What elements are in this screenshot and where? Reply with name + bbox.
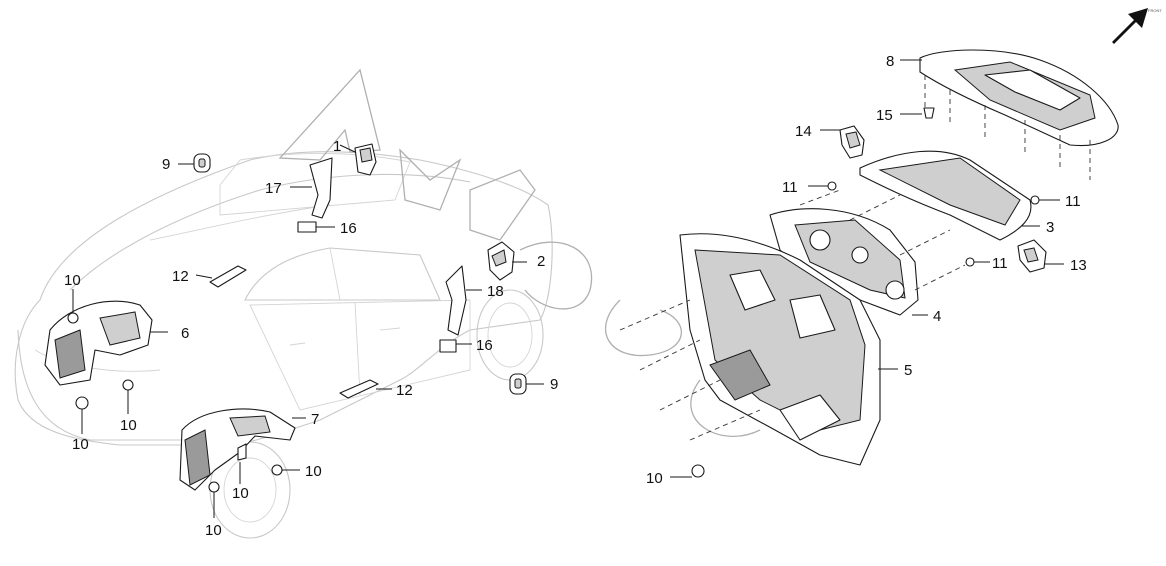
part-10-clip-right: [670, 464, 705, 478]
part-16-upper-pad: [297, 221, 335, 233]
part-12-roof-pad: [195, 265, 247, 288]
callout-10-front-mid: 10: [232, 485, 249, 502]
part-8-hood-insulator: [900, 49, 1119, 180]
callout-16-upper: 16: [340, 220, 357, 237]
callout-11-right: 11: [1065, 193, 1081, 210]
callout-3: 3: [1046, 219, 1054, 236]
callout-15: 15: [876, 107, 893, 124]
callout-2: 2: [537, 253, 545, 270]
callout-17: 17: [265, 180, 282, 197]
callout-labels: 1 2 3 4 5 6 7 8 9 9 10 10 10 10 10 10 11…: [64, 53, 1087, 539]
part-3-cowl-insulator: [859, 150, 1040, 241]
callout-1: 1: [333, 138, 341, 155]
callout-7: 7: [311, 411, 319, 428]
part-13-bracket: [1017, 239, 1064, 273]
part-18-insulator: [445, 265, 482, 336]
callout-16-lower: 16: [476, 337, 493, 354]
part-10-clips-left: [67, 289, 300, 518]
callout-10-right-clip: 10: [646, 470, 663, 487]
callout-10-rear-top: 10: [64, 272, 81, 289]
callout-6: 6: [181, 325, 189, 342]
part-15-clip: [900, 107, 935, 119]
vehicle-outline: [14, 151, 553, 539]
part-14-bracket: [820, 125, 865, 159]
callout-10-rear-mid: 10: [120, 417, 137, 434]
callout-10-front-right: 10: [305, 463, 322, 480]
callout-10-front-bottom: 10: [205, 522, 222, 539]
part-12-side-pad: [339, 379, 392, 399]
callout-9-top: 9: [162, 156, 170, 173]
callout-8: 8: [886, 53, 894, 70]
part-9-grommet-top: [178, 153, 211, 173]
callout-4: 4: [933, 308, 941, 325]
part-6-wheel-liner: [44, 300, 168, 386]
callout-10-rear-bottom: 10: [72, 436, 89, 453]
part-11-clips: [808, 181, 1060, 267]
callout-9-bottom: 9: [550, 376, 558, 393]
callout-12-roof: 12: [172, 268, 189, 285]
part-16-lower-pad: [439, 339, 472, 353]
callout-11-lower: 11: [992, 255, 1008, 272]
callout-18: 18: [487, 283, 504, 300]
part-17-insulator: [290, 157, 333, 219]
part-5-dash-insulator: [619, 233, 898, 466]
part-9-grommet-bottom: [509, 373, 544, 395]
callout-5: 5: [904, 362, 912, 379]
callout-11-left: 11: [782, 179, 798, 196]
front-direction-arrow-icon: FRONT: [1112, 8, 1162, 44]
front-arrow-label: FRONT: [1148, 8, 1162, 13]
part-1-pillar-trim: [339, 143, 377, 176]
callout-12-side: 12: [396, 382, 413, 399]
part-2-trim-piece: [487, 241, 527, 281]
watermark-graphic: [278, 68, 761, 437]
callout-13: 13: [1070, 257, 1087, 274]
part-4-dash-insulator: [769, 189, 966, 316]
callout-14: 14: [795, 123, 812, 140]
